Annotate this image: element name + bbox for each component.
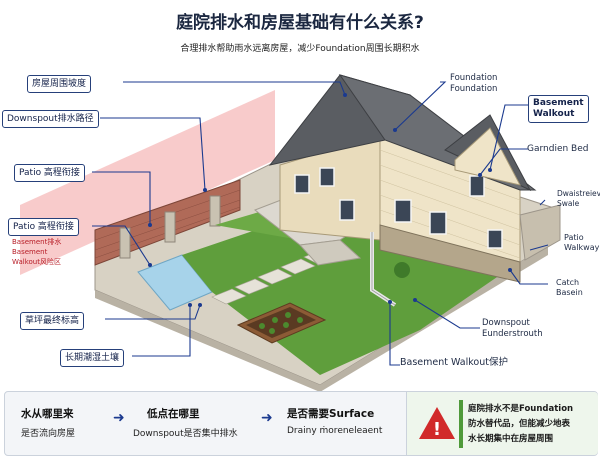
label-risk-1: Basement排水 (12, 238, 62, 246)
wall-post (209, 195, 221, 227)
summary-water-source-sub: 是否流向房屋 (21, 429, 76, 439)
wall-post (164, 211, 176, 243)
label-downspout-ext-1: Downspout (482, 318, 530, 328)
summary-low-point-heading: 低点在哪里 (147, 408, 200, 420)
label-downspout-ext-2: Eunderstrouth (482, 329, 543, 339)
summary-surface-drainage-heading: 是否需要Surface (287, 408, 375, 420)
label-wet-soil: 长期潮湿土壤 (60, 349, 125, 367)
alert-accent-bar (459, 400, 463, 448)
page-title: 庭院排水和房屋基础有什么关系? (176, 13, 424, 33)
page-subtitle: 合理排水帮助雨水远离房屋，减少Foundation周围长期积水 (180, 44, 420, 54)
label-basement-walkout: Basement Walkout (528, 95, 589, 123)
alert-line-2: 防水替代品，但能减少地表 (468, 419, 571, 429)
alert-line-3: 水长期集中在房屋周围 (468, 434, 554, 444)
stone-foundation-base (379, 224, 521, 283)
house-windows (294, 167, 503, 249)
summary-panel: 水从哪里来 是否流向房屋 ➜ 低点在哪里 Downspout是否集中排水 ➜ 是… (4, 391, 598, 456)
arrow-icon: ➜ (261, 410, 273, 426)
label-drainage-swale-2: Swale (557, 199, 580, 208)
drainage-swale (519, 204, 561, 261)
patio-steps (298, 239, 362, 266)
warning-glyph: ! (433, 419, 441, 440)
wall-post (119, 227, 131, 259)
label-foundation-1: Foundation (450, 73, 498, 83)
summary-surface-drainage-sub: Drainy ṁoreneleaent (287, 426, 383, 436)
label-garden-bed: Garndien Bed (527, 144, 589, 154)
label-patio-grade-2: Patio 高程衔接 (8, 218, 79, 236)
summary-surface-drainage: 是否需要Surface Drainy ṁoreneleaent (287, 392, 405, 455)
summary-low-point-sub: Downspout是否集中排水 (133, 429, 238, 439)
alert-line-1: 庭院排水不是Foundation (468, 404, 574, 414)
label-lawn-grade: 草坪最终标高 (20, 312, 85, 330)
label-slope: 房屋周围坡度 (27, 75, 92, 93)
label-risk-2: Basement (12, 248, 48, 256)
label-basement-walkout-protection: Basement Walkout保护 (400, 357, 508, 368)
label-drainage-swale-1: Dwaistreiev (557, 189, 600, 198)
summary-low-point: 低点在哪里 Downspout是否集中排水 (133, 392, 273, 455)
house-gable-wall (454, 127, 521, 186)
summary-water-source-heading: 水从哪里来 (21, 408, 74, 420)
label-downspout-path: Downspout排水路径 (2, 110, 99, 128)
label-catch-basin-1: Catch (556, 278, 580, 287)
leader-lines (92, 81, 549, 366)
shrub (394, 262, 410, 278)
downspout-outline (371, 232, 396, 306)
label-patio-grade-1: Patio 高程衔接 (14, 164, 85, 182)
garden-plants (259, 312, 303, 334)
house-drainage-illustration (20, 74, 561, 392)
warning-icon: ! (419, 407, 455, 440)
label-catch-basin-2: Basein (556, 288, 583, 297)
arrow-icon: ➜ (113, 410, 125, 426)
alert-box: ! 庭院排水不是Foundation 防水替代品，但能减少地表 水长期集中在房屋… (406, 392, 598, 455)
summary-water-source: 水从哪里来 是否流向房屋 (5, 392, 135, 455)
leader-dots (148, 93, 512, 307)
label-patio-walkway-2: Walkway (564, 243, 600, 252)
label-patio-walkway-1: Patio (564, 233, 584, 242)
basement-risk-zone (20, 90, 275, 275)
label-risk-3: Walkout风险区 (12, 258, 61, 266)
garden-soil (246, 307, 316, 338)
label-foundation-2: Foundation (450, 84, 498, 94)
